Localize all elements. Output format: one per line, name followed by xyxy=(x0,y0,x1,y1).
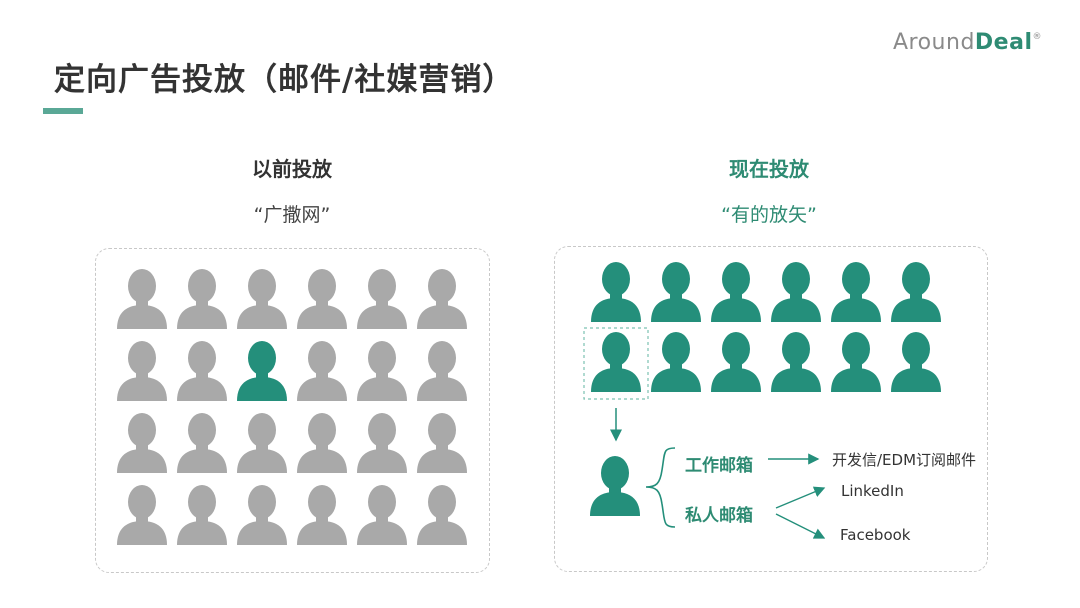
after-person-icon xyxy=(711,332,761,392)
selected-person-box xyxy=(583,327,649,400)
private-email-label: 私人邮箱 xyxy=(685,506,753,526)
before-person-icon xyxy=(117,269,167,329)
after-person-icon xyxy=(891,262,941,322)
before-person-icon xyxy=(177,485,227,545)
before-person-icon xyxy=(297,341,347,401)
page-title: 定向广告投放（邮件/社媒营销） xyxy=(54,62,515,98)
logo-text-around: Around xyxy=(892,30,975,55)
target-person-icon xyxy=(590,456,640,516)
after-person-icon xyxy=(831,332,881,392)
arrow-to-facebook xyxy=(775,513,826,539)
after-subtitle: “有的放矢” xyxy=(721,204,817,226)
before-person-icon xyxy=(117,485,167,545)
before-person-icon xyxy=(237,413,287,473)
after-person-icon xyxy=(591,262,641,322)
before-subtitle: “广撒网” xyxy=(253,204,331,226)
before-person-icon xyxy=(237,269,287,329)
after-person-icon xyxy=(831,262,881,322)
before-person-icon xyxy=(297,269,347,329)
before-person-icon xyxy=(357,485,407,545)
before-people-grid xyxy=(117,269,467,545)
logo-registered-mark: ® xyxy=(1032,32,1042,42)
edm-destination-label: 开发信/EDM订阅邮件 xyxy=(832,451,977,469)
logo-text-deal: Deal xyxy=(974,30,1033,55)
after-person-icon xyxy=(771,332,821,392)
before-person-icon xyxy=(417,413,467,473)
before-person-icon xyxy=(177,413,227,473)
before-person-icon xyxy=(297,485,347,545)
brand-logo: AroundDeal® xyxy=(893,30,1042,55)
split-brace xyxy=(645,447,676,528)
after-person-icon xyxy=(711,262,761,322)
before-panel xyxy=(95,248,490,573)
title-accent-bar xyxy=(43,108,83,114)
arrow-to-linkedin xyxy=(775,486,826,509)
before-heading: 以前投放 xyxy=(252,157,332,181)
before-person-icon xyxy=(357,341,407,401)
after-heading: 现在投放 xyxy=(729,157,809,181)
before-person-icon xyxy=(177,341,227,401)
before-person-icon xyxy=(237,341,287,401)
after-panel xyxy=(554,246,988,572)
linkedin-destination-label: LinkedIn xyxy=(841,482,904,500)
before-person-icon xyxy=(357,269,407,329)
before-person-icon xyxy=(297,413,347,473)
before-person-icon xyxy=(117,413,167,473)
before-person-icon xyxy=(237,485,287,545)
after-person-icon xyxy=(771,262,821,322)
facebook-destination-label: Facebook xyxy=(840,526,911,544)
before-person-icon xyxy=(417,341,467,401)
after-person-icon xyxy=(651,332,701,392)
after-person-icon xyxy=(651,262,701,322)
before-person-icon xyxy=(117,341,167,401)
after-people-grid xyxy=(591,262,941,392)
after-person-icon xyxy=(591,332,641,392)
before-person-icon xyxy=(177,269,227,329)
before-person-icon xyxy=(357,413,407,473)
before-person-icon xyxy=(417,269,467,329)
before-person-icon xyxy=(417,485,467,545)
after-person-icon xyxy=(891,332,941,392)
work-email-label: 工作邮箱 xyxy=(685,456,753,476)
